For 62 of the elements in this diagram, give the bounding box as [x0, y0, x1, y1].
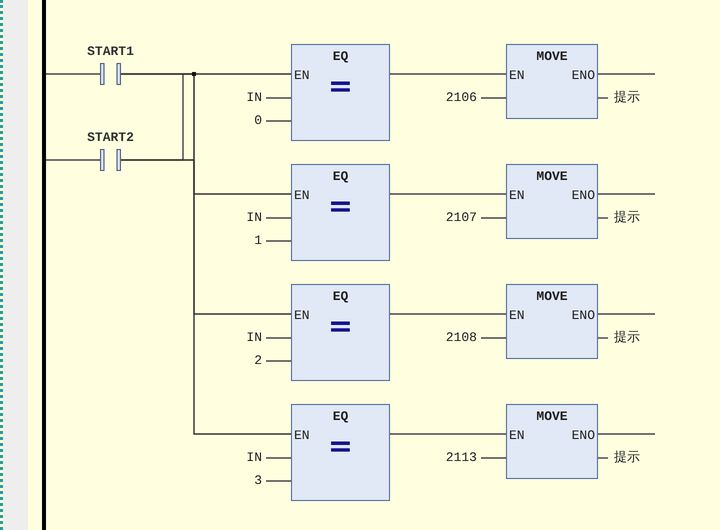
pin-label: EN — [509, 308, 525, 323]
block-title: EQ — [332, 49, 348, 64]
constant-value: 2106 — [446, 90, 477, 105]
operator-symbol: = — [328, 432, 354, 462]
constant-value: 2107 — [446, 210, 477, 225]
pin-label: EN — [294, 308, 310, 323]
function-block — [506, 284, 598, 359]
pin-label: EN — [509, 188, 525, 203]
operator-symbol: = — [328, 72, 354, 102]
pin-label: EN — [509, 428, 525, 443]
constant-value: 0 — [254, 113, 262, 128]
pin-label: IN — [246, 450, 262, 465]
block-title: MOVE — [536, 289, 568, 304]
pin-label: IN — [246, 90, 262, 105]
wire — [390, 193, 506, 195]
pin-label: ENO — [572, 188, 595, 203]
function-block — [291, 284, 390, 381]
pin-label: IN — [246, 210, 262, 225]
pin-label: ENO — [572, 308, 595, 323]
constant-value: 2113 — [446, 450, 477, 465]
function-block — [291, 164, 390, 261]
wire — [390, 313, 506, 315]
variable-name: 提示 — [614, 210, 640, 225]
variable-name: 提示 — [614, 330, 640, 345]
wire — [46, 159, 100, 161]
operator-symbol: = — [328, 192, 354, 222]
function-block — [291, 404, 390, 501]
constant-value: 1 — [254, 233, 262, 248]
operator-symbol: = — [328, 312, 354, 342]
pin-label: ENO — [572, 68, 595, 83]
function-block — [291, 44, 390, 141]
block-title: EQ — [332, 409, 348, 424]
power-rail — [42, 0, 46, 530]
wire — [390, 73, 506, 75]
contact-label: START2 — [87, 130, 134, 145]
wire — [121, 159, 291, 435]
block-title: MOVE — [536, 409, 568, 424]
pin-label: EN — [294, 428, 310, 443]
pin-label: IN — [246, 330, 262, 345]
constant-value: 2 — [254, 353, 262, 368]
variable-name: 提示 — [614, 90, 640, 105]
block-title: MOVE — [536, 169, 568, 184]
function-block — [506, 164, 598, 239]
pin-label: EN — [294, 188, 310, 203]
wire — [598, 193, 655, 195]
wire — [598, 73, 655, 75]
constant-value: 3 — [254, 473, 262, 488]
function-block — [506, 44, 598, 119]
wire — [598, 433, 655, 435]
block-title: EQ — [332, 169, 348, 184]
constant-value: 2108 — [446, 330, 477, 345]
function-block — [506, 404, 598, 479]
wire — [598, 313, 655, 315]
wire — [390, 433, 506, 435]
variable-name: 提示 — [614, 450, 640, 465]
pin-label: EN — [509, 68, 525, 83]
pin-label: ENO — [572, 428, 595, 443]
block-title: EQ — [332, 289, 348, 304]
pin-label: EN — [294, 68, 310, 83]
wire — [46, 73, 100, 75]
block-title: MOVE — [536, 49, 568, 64]
contact-label: START1 — [87, 44, 134, 59]
